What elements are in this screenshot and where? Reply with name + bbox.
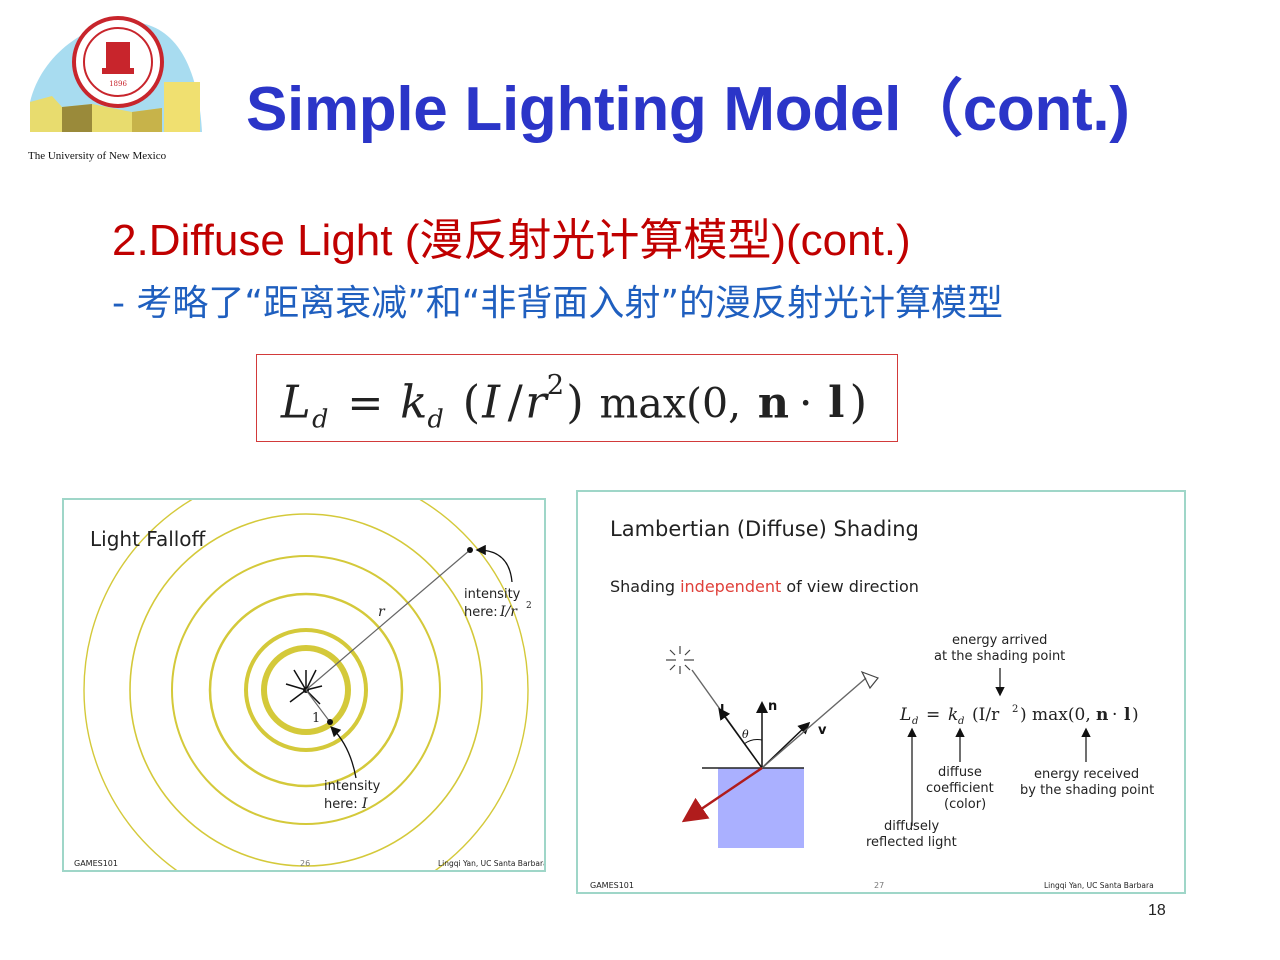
bullet-point: - 考略了“距离衰减”和“非背面入射”的漫反射光计算模型: [112, 283, 1004, 324]
falloff-ring-5: [129, 513, 483, 867]
lambert-footer-right: Lingqi Yan, UC Santa Barbara: [1044, 881, 1154, 890]
radius-label: r: [378, 604, 386, 620]
vector-v-label: v: [818, 723, 827, 738]
lambert-footer-page: 27: [874, 881, 884, 890]
inner-intensity-formula: I: [361, 796, 368, 812]
svg-text:2: 2: [1012, 704, 1018, 715]
energy-received-line2: by the shading point: [1020, 783, 1154, 798]
inner-intensity-line2: here:: [324, 797, 358, 812]
svg-text:(I/r: (I/r: [972, 705, 1000, 725]
svg-text:d: d: [912, 716, 918, 727]
svg-text:k: k: [948, 705, 958, 725]
logo-caption: The University of New Mexico: [28, 150, 167, 162]
falloff-footer-right: Lingqi Yan, UC Santa Barbara: [438, 859, 544, 868]
formula-end: ): [850, 376, 868, 429]
formula-slash: /: [508, 376, 524, 429]
svg-text:l: l: [1124, 705, 1131, 725]
reflected-light-line1: diffusely: [884, 819, 939, 834]
vector-l-label: l: [720, 703, 724, 718]
falloff-footer-page: 26: [300, 859, 310, 868]
page-number: 18: [1148, 902, 1166, 919]
reflected-ray: [681, 766, 763, 823]
svg-text:1896: 1896: [109, 80, 127, 88]
formula-n: n: [758, 379, 789, 429]
unit-radius-label: 1: [312, 711, 320, 726]
section-subtitle: 2.Diffuse Light (漫反射光计算模型)(cont.): [112, 216, 911, 265]
formula-lhs-sub: d: [312, 403, 328, 433]
vector-n-label: n: [768, 699, 777, 714]
svg-text:·: ·: [1112, 705, 1117, 725]
svg-text:): ): [1132, 705, 1139, 725]
energy-arrived-line2: at the shading point: [934, 649, 1065, 664]
formula-exp: 2: [547, 370, 564, 401]
falloff-ring-3: [208, 592, 404, 788]
falloff-title: Light Falloff: [90, 527, 207, 551]
outer-intensity-formula: I/r: [499, 604, 518, 620]
formula-r: r: [525, 376, 549, 429]
inner-intensity-line1: intensity: [324, 779, 381, 794]
svg-text:n: n: [1096, 705, 1108, 725]
formula-dot: ·: [799, 379, 813, 429]
diffuse-coef-line2: coefficient: [926, 781, 994, 796]
svg-text:=: =: [926, 705, 940, 725]
formula-paren-close: ): [566, 376, 584, 429]
light-source-icon: [285, 669, 323, 705]
outer-intensity-line1: intensity: [464, 587, 521, 602]
formula-l: l: [828, 379, 844, 429]
slide-title: Simple Lighting Model（cont.): [246, 75, 1130, 144]
lambert-caption: Shading independent of view direction: [610, 577, 919, 596]
formula-box: L d = k d ( I / r 2 ) max(0, n · l ): [256, 354, 898, 442]
falloff-ring-2: [244, 628, 368, 752]
falloff-ring-4: [171, 555, 441, 825]
falloff-footer-left: GAMES101: [74, 859, 118, 868]
svg-text:L: L: [899, 705, 911, 725]
formula-k-sub: d: [427, 403, 443, 433]
light-icon: [666, 646, 694, 674]
lambert-footer-left: GAMES101: [590, 881, 634, 890]
annotated-formula: L d = k d (I/r 2 ) max(0, n · l ): [899, 704, 1139, 727]
outer-intensity-line2: here:: [464, 605, 498, 620]
outer-intensity-exp: 2: [526, 601, 532, 611]
diffuse-formula: L d = k d ( I / r 2 ) max(0, n · l ): [280, 370, 868, 433]
university-logo: 1896: [22, 12, 212, 162]
light-falloff-figure: Light Falloff intensity here: I/r 2 inte…: [62, 498, 546, 872]
svg-text:) max(0,: ) max(0,: [1020, 705, 1091, 725]
energy-received-line1: energy received: [1034, 767, 1139, 782]
reflected-light-line2: reflected light: [866, 835, 957, 850]
falloff-ring-6: [83, 500, 529, 870]
falloff-ring-1: [261, 645, 351, 735]
svg-text:d: d: [958, 716, 964, 727]
eye-icon: [860, 670, 879, 690]
energy-arrived-line1: energy arrived: [952, 633, 1047, 648]
lambert-title: Lambertian (Diffuse) Shading: [610, 517, 919, 541]
formula-intensity: I: [481, 376, 501, 429]
diffuse-coef-line1: diffuse: [938, 765, 982, 780]
formula-k: k: [400, 376, 427, 429]
diffuse-coef-line3: (color): [944, 797, 986, 812]
angle-theta-label: θ: [742, 728, 749, 741]
formula-max: max(0,: [599, 380, 741, 428]
formula-lhs: L: [280, 376, 311, 429]
formula-equals: =: [347, 379, 383, 429]
lambertian-shading-figure: Lambertian (Diffuse) Shading Shading ind…: [576, 490, 1186, 894]
formula-paren-open: (: [463, 376, 481, 429]
surface-block: [718, 768, 804, 848]
